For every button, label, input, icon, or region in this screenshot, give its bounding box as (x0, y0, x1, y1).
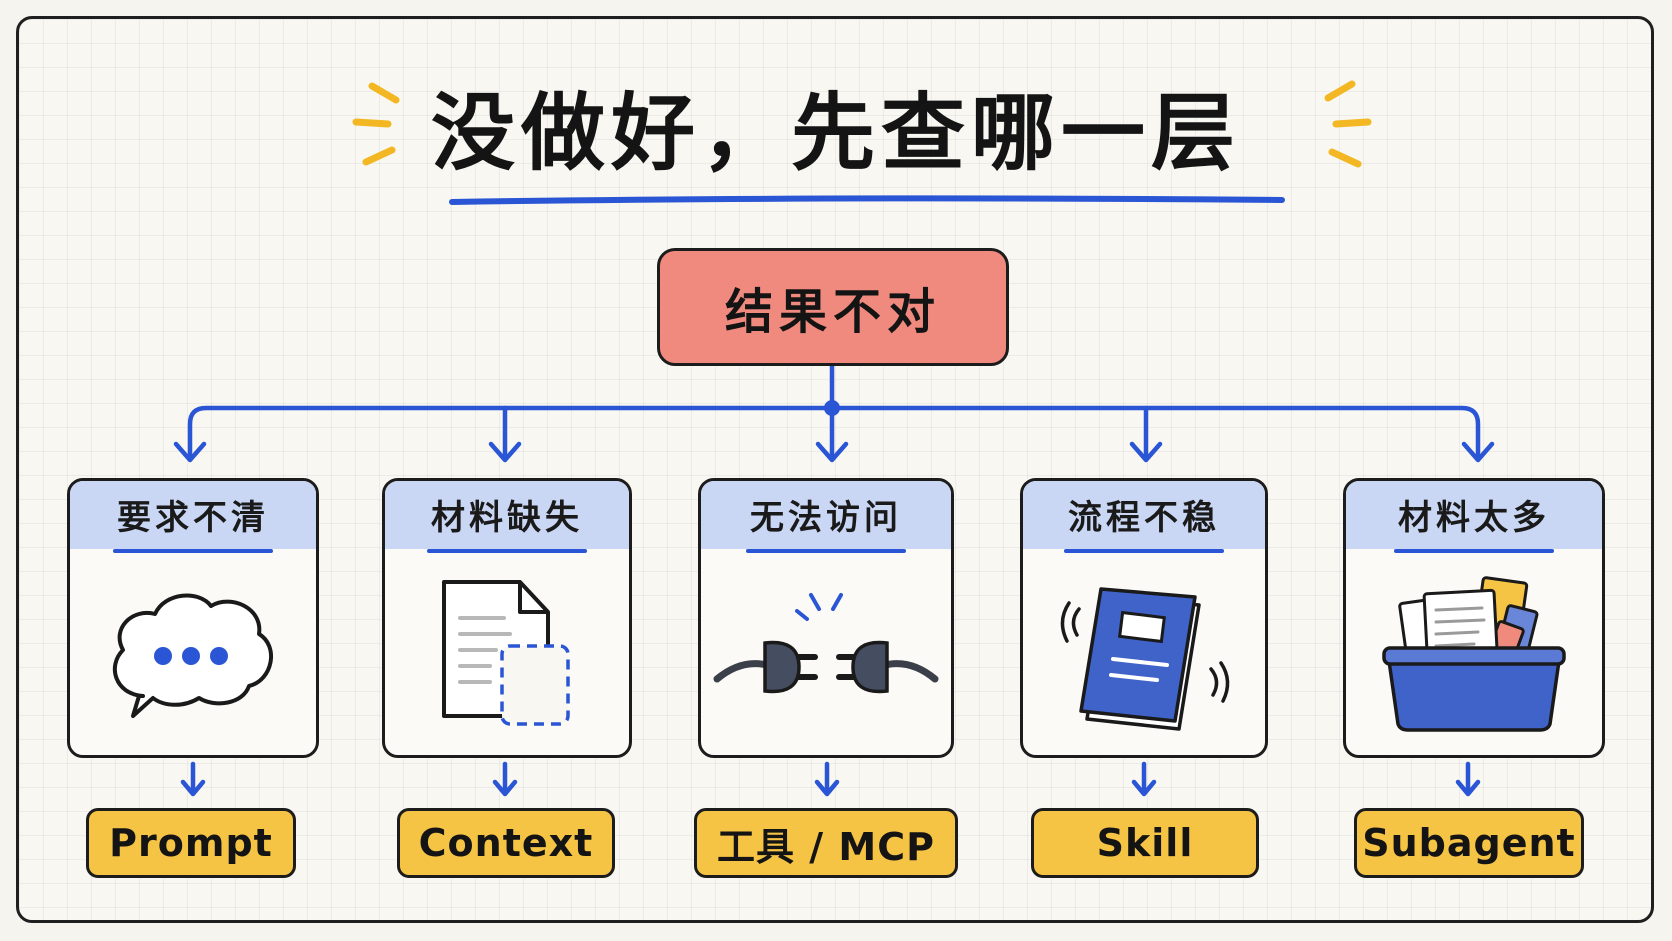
layer-tag-subagent: Subagent (1354, 808, 1584, 878)
root-node: 结果不对 (657, 248, 1009, 366)
tag-label: Subagent (1362, 821, 1576, 865)
branch-card-2: 材料缺失 (382, 478, 632, 758)
card-header: 材料缺失 (385, 481, 629, 553)
branch-card-1: 要求不清 (67, 478, 319, 758)
layer-tag-prompt: Prompt (86, 808, 296, 878)
card-header: 要求不清 (70, 481, 316, 553)
tag-label: Skill (1096, 821, 1194, 865)
unplugged-connector-icon (713, 593, 939, 694)
card-underline (427, 549, 587, 553)
root-label: 结果不对 (724, 284, 941, 340)
card-title: 材料缺失 (431, 498, 583, 538)
page-title: 没做好，先查哪一层 (430, 84, 1241, 182)
card-underline (746, 549, 906, 553)
card-title: 要求不清 (117, 498, 269, 538)
layer-tag-skill: Skill (1031, 808, 1259, 878)
card-header: 流程不稳 (1023, 481, 1265, 553)
shaky-book-icon (1060, 587, 1230, 731)
card-title: 流程不稳 (1068, 498, 1220, 538)
diagram-frame (16, 16, 1654, 923)
branch-card-4: 流程不稳 (1020, 478, 1268, 758)
missing-document-icon (442, 580, 570, 726)
layer-tag-tools-mcp: 工具 / MCP (694, 808, 958, 878)
tag-label: Prompt (109, 821, 273, 865)
card-header: 无法访问 (701, 481, 951, 553)
tag-label: Context (418, 821, 594, 865)
card-underline (1394, 549, 1554, 553)
tag-label: 工具 / MCP (717, 824, 935, 869)
card-underline (1064, 549, 1224, 553)
card-underline (113, 549, 273, 553)
branch-card-5: 材料太多 (1343, 478, 1605, 758)
overflowing-box-icon (1382, 576, 1566, 732)
card-title: 材料太多 (1398, 498, 1550, 538)
branch-card-3: 无法访问 (698, 478, 954, 758)
layer-tag-context: Context (397, 808, 615, 878)
card-header: 材料太多 (1346, 481, 1602, 553)
card-title: 无法访问 (750, 498, 902, 538)
speech-bubble-icon (112, 593, 274, 718)
